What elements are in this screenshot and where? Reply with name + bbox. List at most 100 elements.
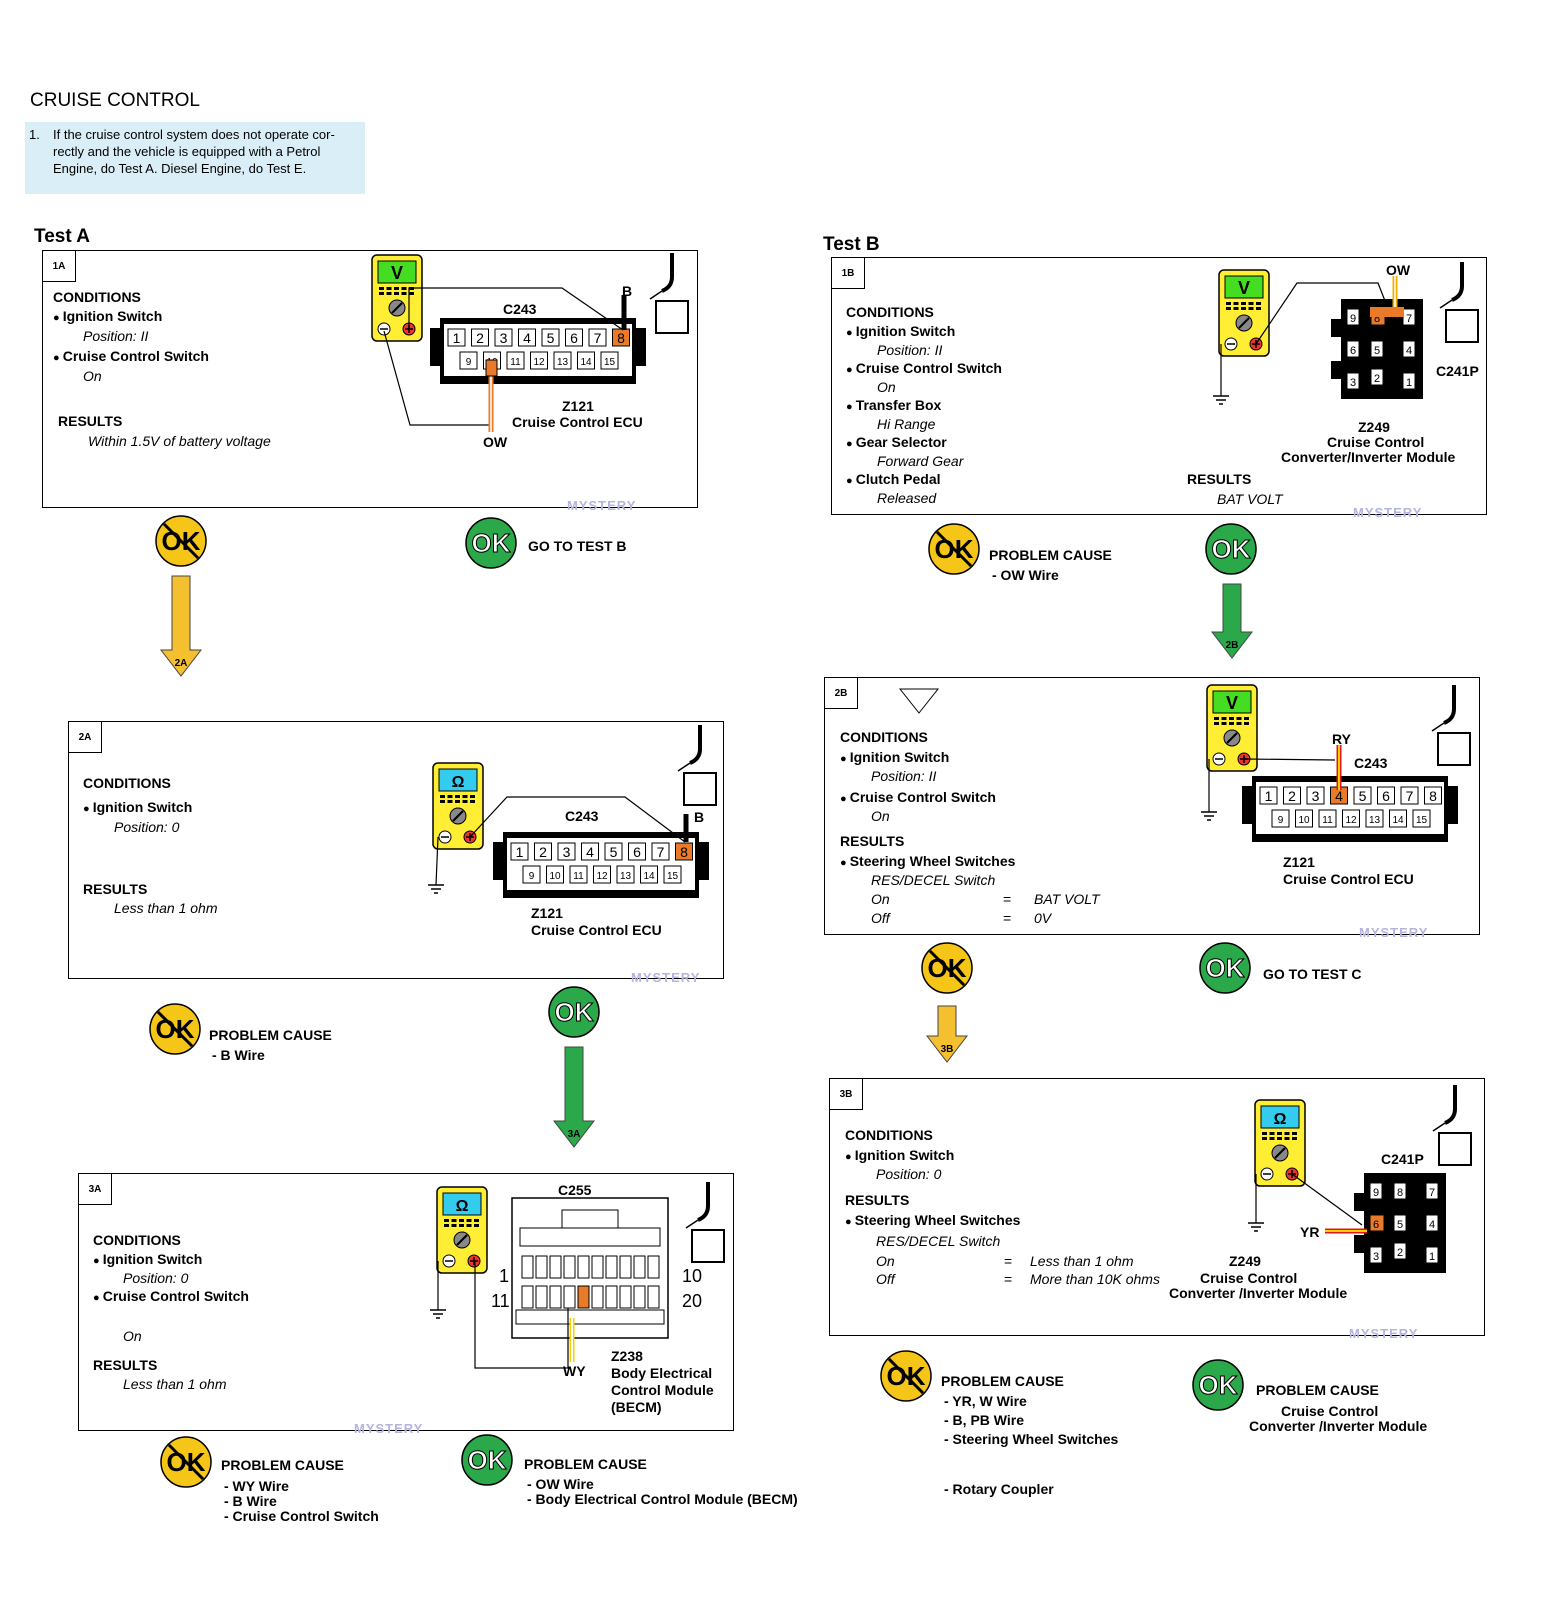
conditions-heading: CONDITIONS xyxy=(53,289,141,305)
pin-number: 5 xyxy=(1374,345,1380,357)
cross-line xyxy=(928,949,966,987)
pin-number: 13 xyxy=(620,871,632,882)
pin xyxy=(1370,368,1384,386)
result-value: BAT VOLT xyxy=(1217,491,1283,507)
pin xyxy=(1369,1246,1383,1264)
checkbox xyxy=(691,1229,725,1263)
pin xyxy=(1271,809,1290,828)
pin xyxy=(494,328,513,347)
pin-number: 6 xyxy=(1373,1219,1379,1231)
pin xyxy=(1425,1214,1439,1232)
pin-highlight xyxy=(1370,307,1404,317)
pin-number: 6 xyxy=(570,330,578,346)
pin xyxy=(1369,1214,1385,1232)
wire-label: WY xyxy=(563,1363,586,1379)
pin-number: 9 xyxy=(466,357,472,368)
probe-icon xyxy=(1431,685,1471,766)
pin-number: 9 xyxy=(1373,1187,1379,1199)
equals-sign: = xyxy=(1003,891,1012,907)
pin-number: 7 xyxy=(594,330,602,346)
ok-text: OK xyxy=(1206,953,1245,983)
pin-number: 9 xyxy=(1278,815,1284,826)
intro-text: If the cruise control system does not op… xyxy=(53,127,335,176)
multimeter-icon: Ω xyxy=(432,762,484,850)
watermark: MYSTERY xyxy=(1349,1326,1419,1341)
problem-cause-item: - B, PB Wire xyxy=(944,1412,1024,1428)
pin-number: 3 xyxy=(563,844,571,860)
pin xyxy=(1346,372,1360,390)
arrow-shape xyxy=(1210,583,1254,659)
pin-number: 8 xyxy=(1397,1187,1403,1199)
pin xyxy=(647,1255,660,1279)
multimeter-icon: Ω xyxy=(1254,1099,1306,1187)
pin xyxy=(1425,1182,1439,1200)
pin-number: 15 xyxy=(667,871,679,882)
watermark: MYSTERY xyxy=(631,970,701,985)
problem-cause-item: - Rotary Coupler xyxy=(944,1481,1054,1497)
condition-value: Position: II xyxy=(877,342,943,358)
module-name: (BECM) xyxy=(611,1399,662,1415)
module-name: Cruise Control ECU xyxy=(1283,871,1414,887)
condition-item: Clutch Pedal xyxy=(846,471,941,487)
ok-icon: OK xyxy=(1192,1359,1244,1411)
problem-cause-item: - Cruise Control Switch xyxy=(224,1508,379,1524)
problem-cause-item: Converter /Inverter Module xyxy=(1249,1418,1428,1434)
pin xyxy=(1393,1242,1407,1260)
problem-cause-item: - OW Wire xyxy=(992,567,1059,583)
pin-number: 14 xyxy=(643,871,655,882)
pin-number: 2 xyxy=(539,844,547,860)
ok-icon: OK xyxy=(465,517,517,569)
pin-number: 9 xyxy=(529,871,535,882)
watermark: MYSTERY xyxy=(1359,925,1429,940)
module-name: Cruise Control ECU xyxy=(512,414,643,430)
pin xyxy=(1393,1182,1407,1200)
condition-value: Hi Range xyxy=(877,416,936,432)
pin xyxy=(535,1255,548,1279)
problem-cause-item: - B Wire xyxy=(224,1493,277,1509)
problem-cause-item: Cruise Control xyxy=(1281,1403,1379,1419)
condition-item: Transfer Box xyxy=(846,397,942,413)
off-label: Off xyxy=(876,1271,895,1287)
not-ok-icon: OK xyxy=(928,523,980,575)
probe-wire xyxy=(1291,1173,1363,1226)
pin xyxy=(593,865,611,884)
step-tag: 1B xyxy=(831,257,865,289)
pin xyxy=(1400,786,1419,805)
pin-number: 15 xyxy=(604,357,616,368)
pin-number: 1 xyxy=(1429,1251,1435,1263)
pin-number: 10 xyxy=(549,871,561,882)
pin-number: 13 xyxy=(1369,815,1381,826)
pin-number: 11 xyxy=(1322,815,1333,826)
module-name: Body Electrical xyxy=(611,1365,713,1381)
pin xyxy=(1370,340,1384,358)
on-label: On xyxy=(871,891,890,907)
pin xyxy=(591,1255,604,1279)
ok-circle xyxy=(461,1434,513,1486)
pin-number: 1 xyxy=(516,844,524,860)
pin xyxy=(604,842,623,861)
results-heading: RESULTS xyxy=(840,833,905,849)
flow-arrow: 2B xyxy=(1210,583,1254,659)
equals-sign: = xyxy=(1004,1271,1013,1287)
pin xyxy=(619,1255,632,1279)
ok-text: OK xyxy=(1199,1370,1238,1400)
c255-connector xyxy=(511,1197,669,1339)
probe-wire xyxy=(1243,758,1336,761)
result-item: Steering Wheel Switches xyxy=(845,1212,1021,1228)
meter-unit: Ω xyxy=(1274,1111,1287,1128)
watermark: MYSTERY xyxy=(567,498,637,513)
pin-label: 1 xyxy=(499,1266,510,1286)
pin-number: 8 xyxy=(1429,788,1437,804)
pin xyxy=(546,865,564,884)
equals-sign: = xyxy=(1003,910,1012,926)
module-id: Z238 xyxy=(611,1348,643,1364)
condition-value: On xyxy=(871,808,890,824)
problem-cause-label: PROBLEM CAUSE xyxy=(1256,1382,1379,1398)
pin xyxy=(549,1285,562,1309)
pin xyxy=(1402,372,1416,390)
checkbox xyxy=(1445,309,1479,343)
arrow-shape xyxy=(552,1046,596,1148)
condition-value: On xyxy=(877,379,896,395)
pin xyxy=(628,842,646,861)
problem-cause-label: PROBLEM CAUSE xyxy=(941,1373,1064,1389)
